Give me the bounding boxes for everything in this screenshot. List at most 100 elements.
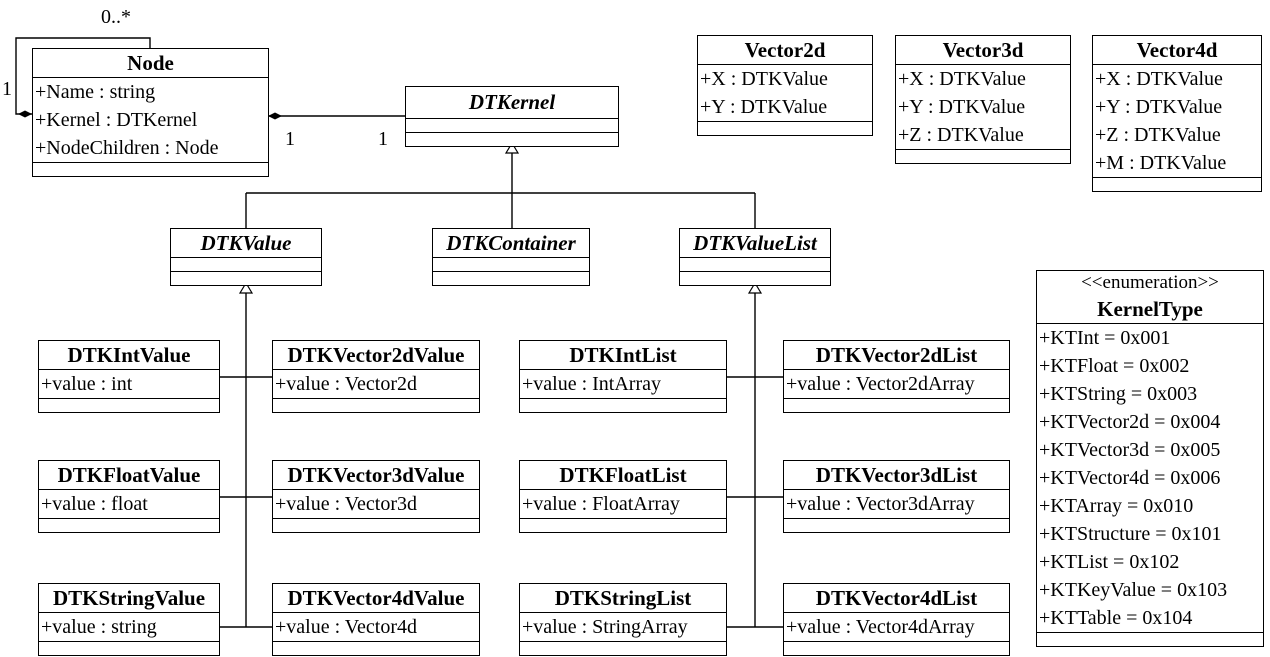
attribute: +value : int — [41, 373, 133, 395]
enum-literal: +KTFloat = 0x002 — [1039, 355, 1190, 377]
operation-list — [896, 150, 1070, 163]
attribute-list: +value : Vector2d — [273, 370, 479, 399]
class-dtkvector2dvalue: DTKVector2dValue +value : Vector2d — [272, 340, 480, 413]
class-dtkfloatvalue: DTKFloatValue +value : float — [38, 460, 220, 533]
operation-list — [520, 399, 726, 412]
class-name: DTKVector4dValue — [273, 584, 479, 613]
enum-stereotype: <<enumeration>> — [1081, 272, 1219, 293]
attribute: +value : Vector3d — [275, 493, 417, 515]
class-dtkernel: DTKernel — [405, 86, 619, 147]
class-name: Node — [33, 49, 268, 78]
enum-name: KernelType — [1097, 297, 1203, 321]
class-name: DTKVector2dValue — [273, 341, 479, 370]
attribute: +Y : DTKValue — [700, 96, 828, 118]
class-name: DTKFloatValue — [39, 461, 219, 490]
class-name: DTKIntValue — [39, 341, 219, 370]
attribute: +value : float — [41, 493, 148, 515]
attribute-list: +value : Vector3dArray — [784, 490, 1009, 519]
operation-list — [171, 272, 321, 285]
enum-literal: +KTInt = 0x001 — [1039, 327, 1171, 349]
class-name: DTKVector3dValue — [273, 461, 479, 490]
attribute-list: +value : StringArray — [520, 613, 726, 642]
class-dtkstringvalue: DTKStringValue +value : string — [38, 583, 220, 656]
enum-header: <<enumeration>> KernelType — [1037, 271, 1263, 324]
enum-literal: +KTVector4d = 0x006 — [1039, 467, 1221, 489]
attribute: +value : StringArray — [522, 616, 688, 638]
self-multiplicity-label: 0..* — [101, 6, 131, 28]
operation-list — [520, 642, 726, 655]
attribute: +value : Vector3dArray — [786, 493, 975, 515]
attribute-list: +X : DTKValue +Y : DTKValue +Z : DTKValu… — [1093, 65, 1261, 178]
attribute: +value : IntArray — [522, 373, 662, 395]
attribute: +X : DTKValue — [1095, 68, 1223, 90]
operation-list — [680, 272, 830, 285]
dtkvaluelist-generalization-arrow — [747, 281, 763, 294]
attribute: +NodeChildren : Node — [35, 137, 219, 159]
attribute: +value : Vector2d — [275, 373, 417, 395]
enum-kerneltype: <<enumeration>> KernelType +KTInt = 0x00… — [1036, 270, 1264, 647]
attribute: +X : DTKValue — [700, 68, 828, 90]
enum-literal: +KTString = 0x003 — [1039, 383, 1198, 405]
class-dtkcontainer: DTKContainer — [432, 228, 590, 286]
attribute-list: +value : FloatArray — [520, 490, 726, 519]
dtkernel-generalization-line — [245, 152, 756, 228]
class-name: Vector3d — [896, 36, 1070, 65]
attribute: +value : Vector2dArray — [786, 373, 975, 395]
kernel-composition-diamond — [268, 112, 282, 120]
dtkernel-generalization-arrow — [504, 141, 520, 154]
class-name: DTKIntList — [520, 341, 726, 370]
attribute-list: +value : Vector4dArray — [784, 613, 1009, 642]
enum-literal: +KTStructure = 0x101 — [1039, 523, 1222, 545]
attribute: +M : DTKValue — [1095, 152, 1227, 174]
operation-list — [273, 399, 479, 412]
class-dtkvector2dlist: DTKVector2dList +value : Vector2dArray — [783, 340, 1010, 413]
class-dtkvector3dvalue: DTKVector3dValue +value : Vector3d — [272, 460, 480, 533]
operation-list — [39, 519, 219, 532]
operation-list — [784, 642, 1009, 655]
attribute: +Name : string — [35, 81, 156, 103]
operation-list — [1037, 633, 1263, 646]
enum-literal: +KTTable = 0x104 — [1039, 607, 1193, 629]
enum-literal: +KTList = 0x102 — [1039, 551, 1180, 573]
attribute: +Z : DTKValue — [898, 124, 1024, 146]
attribute-list — [433, 258, 589, 272]
node-end-multiplicity-label: 1 — [285, 128, 295, 150]
attribute: +value : FloatArray — [522, 493, 680, 515]
attribute-list: +Name : string +Kernel : DTKernel +NodeC… — [33, 78, 268, 163]
enum-literal-list: +KTInt = 0x001 +KTFloat = 0x002 +KTStrin… — [1037, 324, 1263, 633]
operation-list — [1093, 178, 1261, 191]
class-dtkvector4dlist: DTKVector4dList +value : Vector4dArray — [783, 583, 1010, 656]
operation-list — [406, 133, 618, 146]
enum-literal: +KTArray = 0x010 — [1039, 495, 1194, 517]
operation-list — [273, 519, 479, 532]
attribute-list — [406, 119, 618, 133]
attribute-list — [680, 258, 830, 272]
class-name: DTKVector2dList — [784, 341, 1009, 370]
dtkernel-end-multiplicity-label: 1 — [378, 128, 388, 150]
class-dtkvalue: DTKValue — [170, 228, 322, 286]
operation-list — [33, 163, 268, 176]
self-composition-diamond — [18, 110, 32, 118]
class-dtkvaluelist: DTKValueList — [679, 228, 831, 286]
class-name: DTKContainer — [433, 229, 589, 258]
class-dtkvector3dlist: DTKVector3dList +value : Vector3dArray — [783, 460, 1010, 533]
class-dtkfloatlist: DTKFloatList +value : FloatArray — [519, 460, 727, 533]
class-vector2d: Vector2d +X : DTKValue +Y : DTKValue — [697, 35, 873, 136]
class-name: DTKStringList — [520, 584, 726, 613]
operation-list — [39, 399, 219, 412]
dtkvalue-generalization-line — [220, 292, 272, 628]
dtkvalue-generalization-arrow — [238, 281, 254, 294]
attribute-list: +value : Vector3d — [273, 490, 479, 519]
class-dtkvector4dvalue: DTKVector4dValue +value : Vector4d — [272, 583, 480, 656]
class-name: DTKValue — [171, 229, 321, 258]
attribute-list: +value : string — [39, 613, 219, 642]
attribute: +Y : DTKValue — [1095, 96, 1223, 118]
class-node: Node +Name : string +Kernel : DTKernel +… — [32, 48, 269, 177]
attribute: +value : Vector4d — [275, 616, 417, 638]
class-name: Vector4d — [1093, 36, 1261, 65]
attribute: +Kernel : DTKernel — [35, 109, 198, 131]
attribute-list: +value : IntArray — [520, 370, 726, 399]
enum-literal: +KTVector3d = 0x005 — [1039, 439, 1221, 461]
operation-list — [273, 642, 479, 655]
attribute: +value : string — [41, 616, 157, 638]
